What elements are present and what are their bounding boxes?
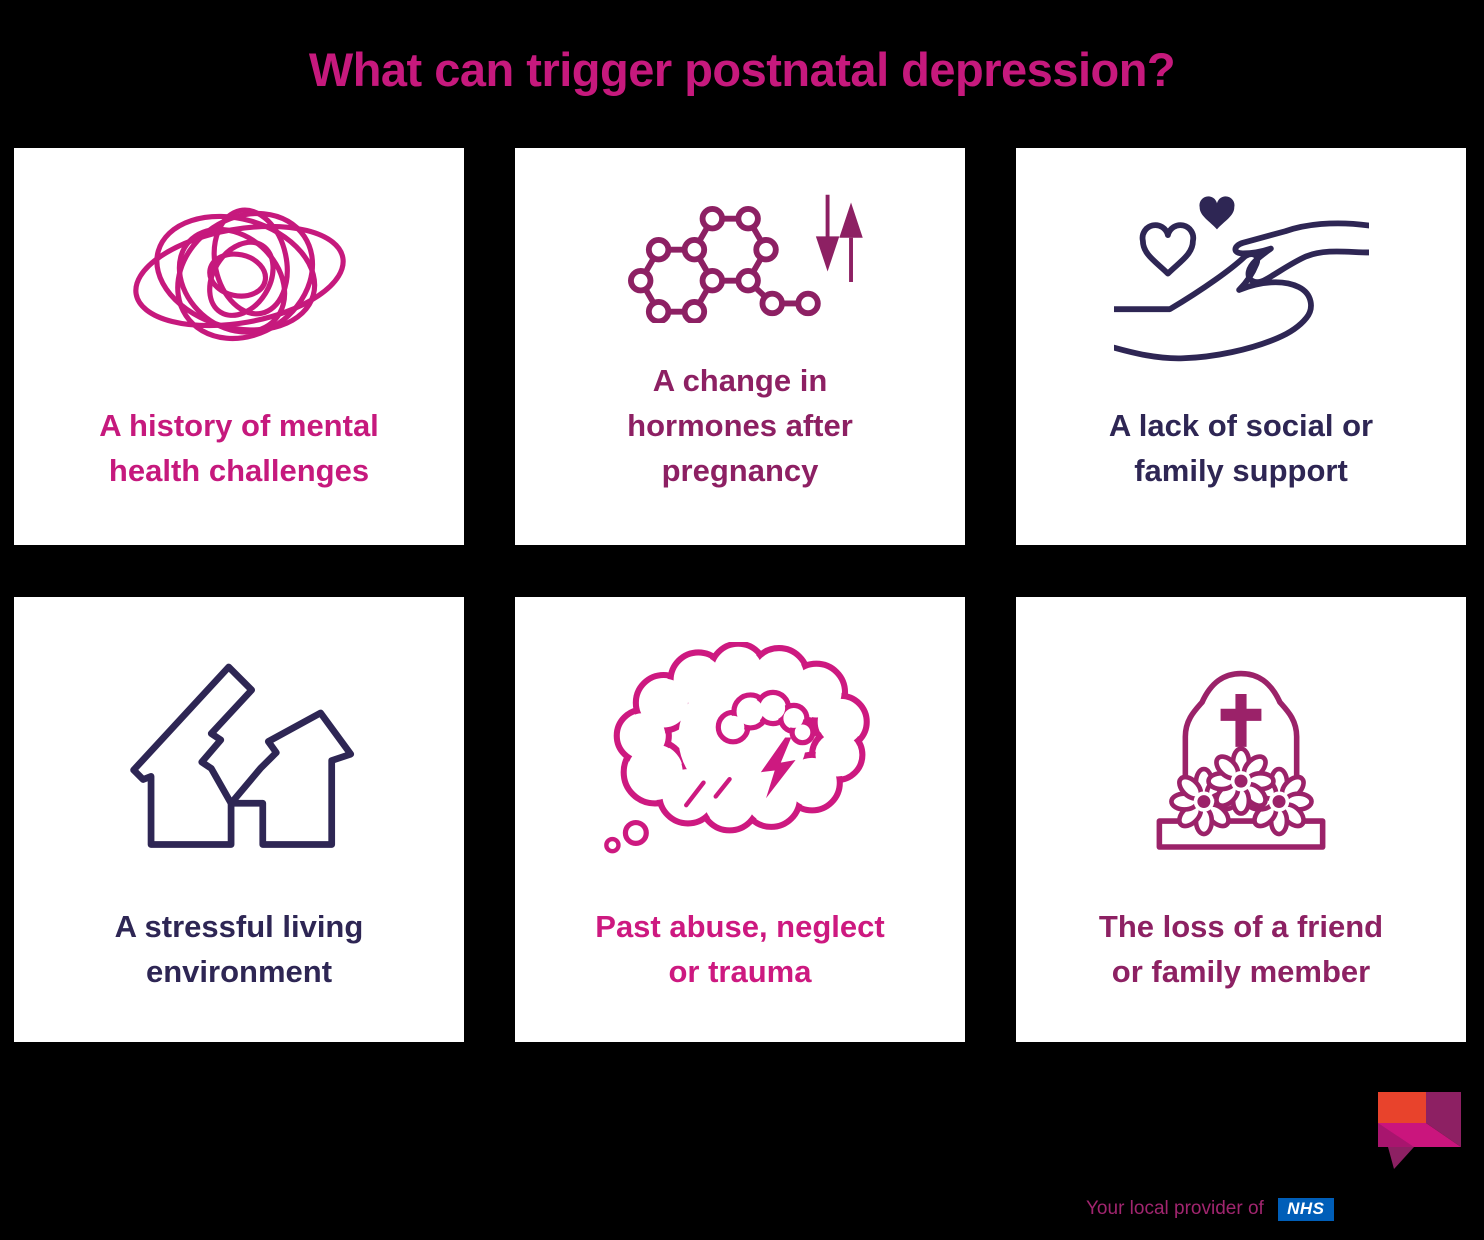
card-past-abuse: Past abuse, neglect or trauma xyxy=(515,597,965,1042)
provider-text: Your local provider of xyxy=(1086,1198,1264,1219)
card-label-line: environment xyxy=(145,954,333,989)
lower-hand xyxy=(1113,250,1314,361)
provider-line: Your local provider of NHS xyxy=(1086,1196,1334,1222)
card-label-line: pregnancy xyxy=(661,453,819,488)
nhs-logo: NHS xyxy=(1277,1197,1334,1221)
icon-area xyxy=(515,597,965,904)
icon-area xyxy=(14,148,464,403)
card-mental-health-history: A history of mental health challenges xyxy=(14,148,464,545)
logo-fold-shape xyxy=(1378,1123,1414,1147)
lightning-bolt-icon xyxy=(760,737,796,799)
card-label: A stressful living environment xyxy=(14,904,464,1042)
card-label: A lack of social or family support xyxy=(1016,403,1466,545)
cross-icon xyxy=(1220,693,1262,747)
inner-storm-cloud xyxy=(715,689,816,746)
card-label: A history of mental health challenges xyxy=(14,403,464,545)
storm-thought-cloud-icon xyxy=(604,642,870,854)
card-hormone-change: A change in hormones after pregnancy xyxy=(515,148,965,545)
logo-orange-shape xyxy=(1378,1092,1426,1123)
house-left-piece xyxy=(130,663,256,848)
card-label-line: health challenges xyxy=(108,453,370,488)
flower-center xyxy=(1206,745,1276,816)
icon-area xyxy=(1016,148,1466,403)
flower-right xyxy=(1244,766,1314,836)
card-label: Past abuse, neglect or trauma xyxy=(515,904,965,1042)
up-arrow-icon xyxy=(839,202,863,282)
card-label-line: family support xyxy=(1134,453,1348,488)
icon-area xyxy=(515,148,965,358)
gravestone-icon xyxy=(1156,670,1326,850)
card-label-line: Past abuse, neglect xyxy=(595,909,885,944)
icon-area xyxy=(14,597,464,904)
card-loss-of-loved-one: The loss of a friend or family member xyxy=(1016,597,1466,1042)
logo-purple-shape xyxy=(1426,1092,1461,1147)
house-right-piece xyxy=(227,709,355,848)
card-label: A change in hormones after pregnancy xyxy=(515,358,965,545)
card-label-line: or trauma xyxy=(668,954,812,989)
scribble-icon xyxy=(132,207,346,341)
card-label-line: A change in xyxy=(652,363,828,398)
logo-tail-shape xyxy=(1388,1147,1414,1169)
outline-heart-icon xyxy=(1139,221,1196,276)
rain-slashes xyxy=(684,776,732,808)
card-label: The loss of a friend or family member xyxy=(1016,904,1466,1042)
card-label-line: A history of mental xyxy=(99,408,379,443)
card-label-line: hormones after xyxy=(627,408,853,443)
broken-house-icon xyxy=(130,663,355,848)
card-label-line: A stressful living xyxy=(114,909,364,944)
filled-heart-icon xyxy=(1198,195,1234,229)
card-label-line: or family member xyxy=(1111,954,1371,989)
down-arrow-icon xyxy=(815,194,840,272)
hormone-molecule-icon xyxy=(628,194,863,323)
page-title: What can trigger postnatal depression? xyxy=(308,43,1176,96)
grave-base xyxy=(1156,817,1326,850)
card-stressful-living: A stressful living environment xyxy=(14,597,464,1042)
card-label-line: A lack of social or xyxy=(1108,408,1374,443)
card-lack-of-support: A lack of social or family support xyxy=(1016,148,1466,545)
speech-bubble-logo xyxy=(1378,1092,1461,1169)
hands-hearts-icon xyxy=(1113,195,1369,361)
icon-area xyxy=(1016,597,1466,904)
tombstone xyxy=(1182,670,1300,821)
card-label-line: The loss of a friend xyxy=(1098,909,1384,944)
thought-bubbles xyxy=(604,819,649,854)
